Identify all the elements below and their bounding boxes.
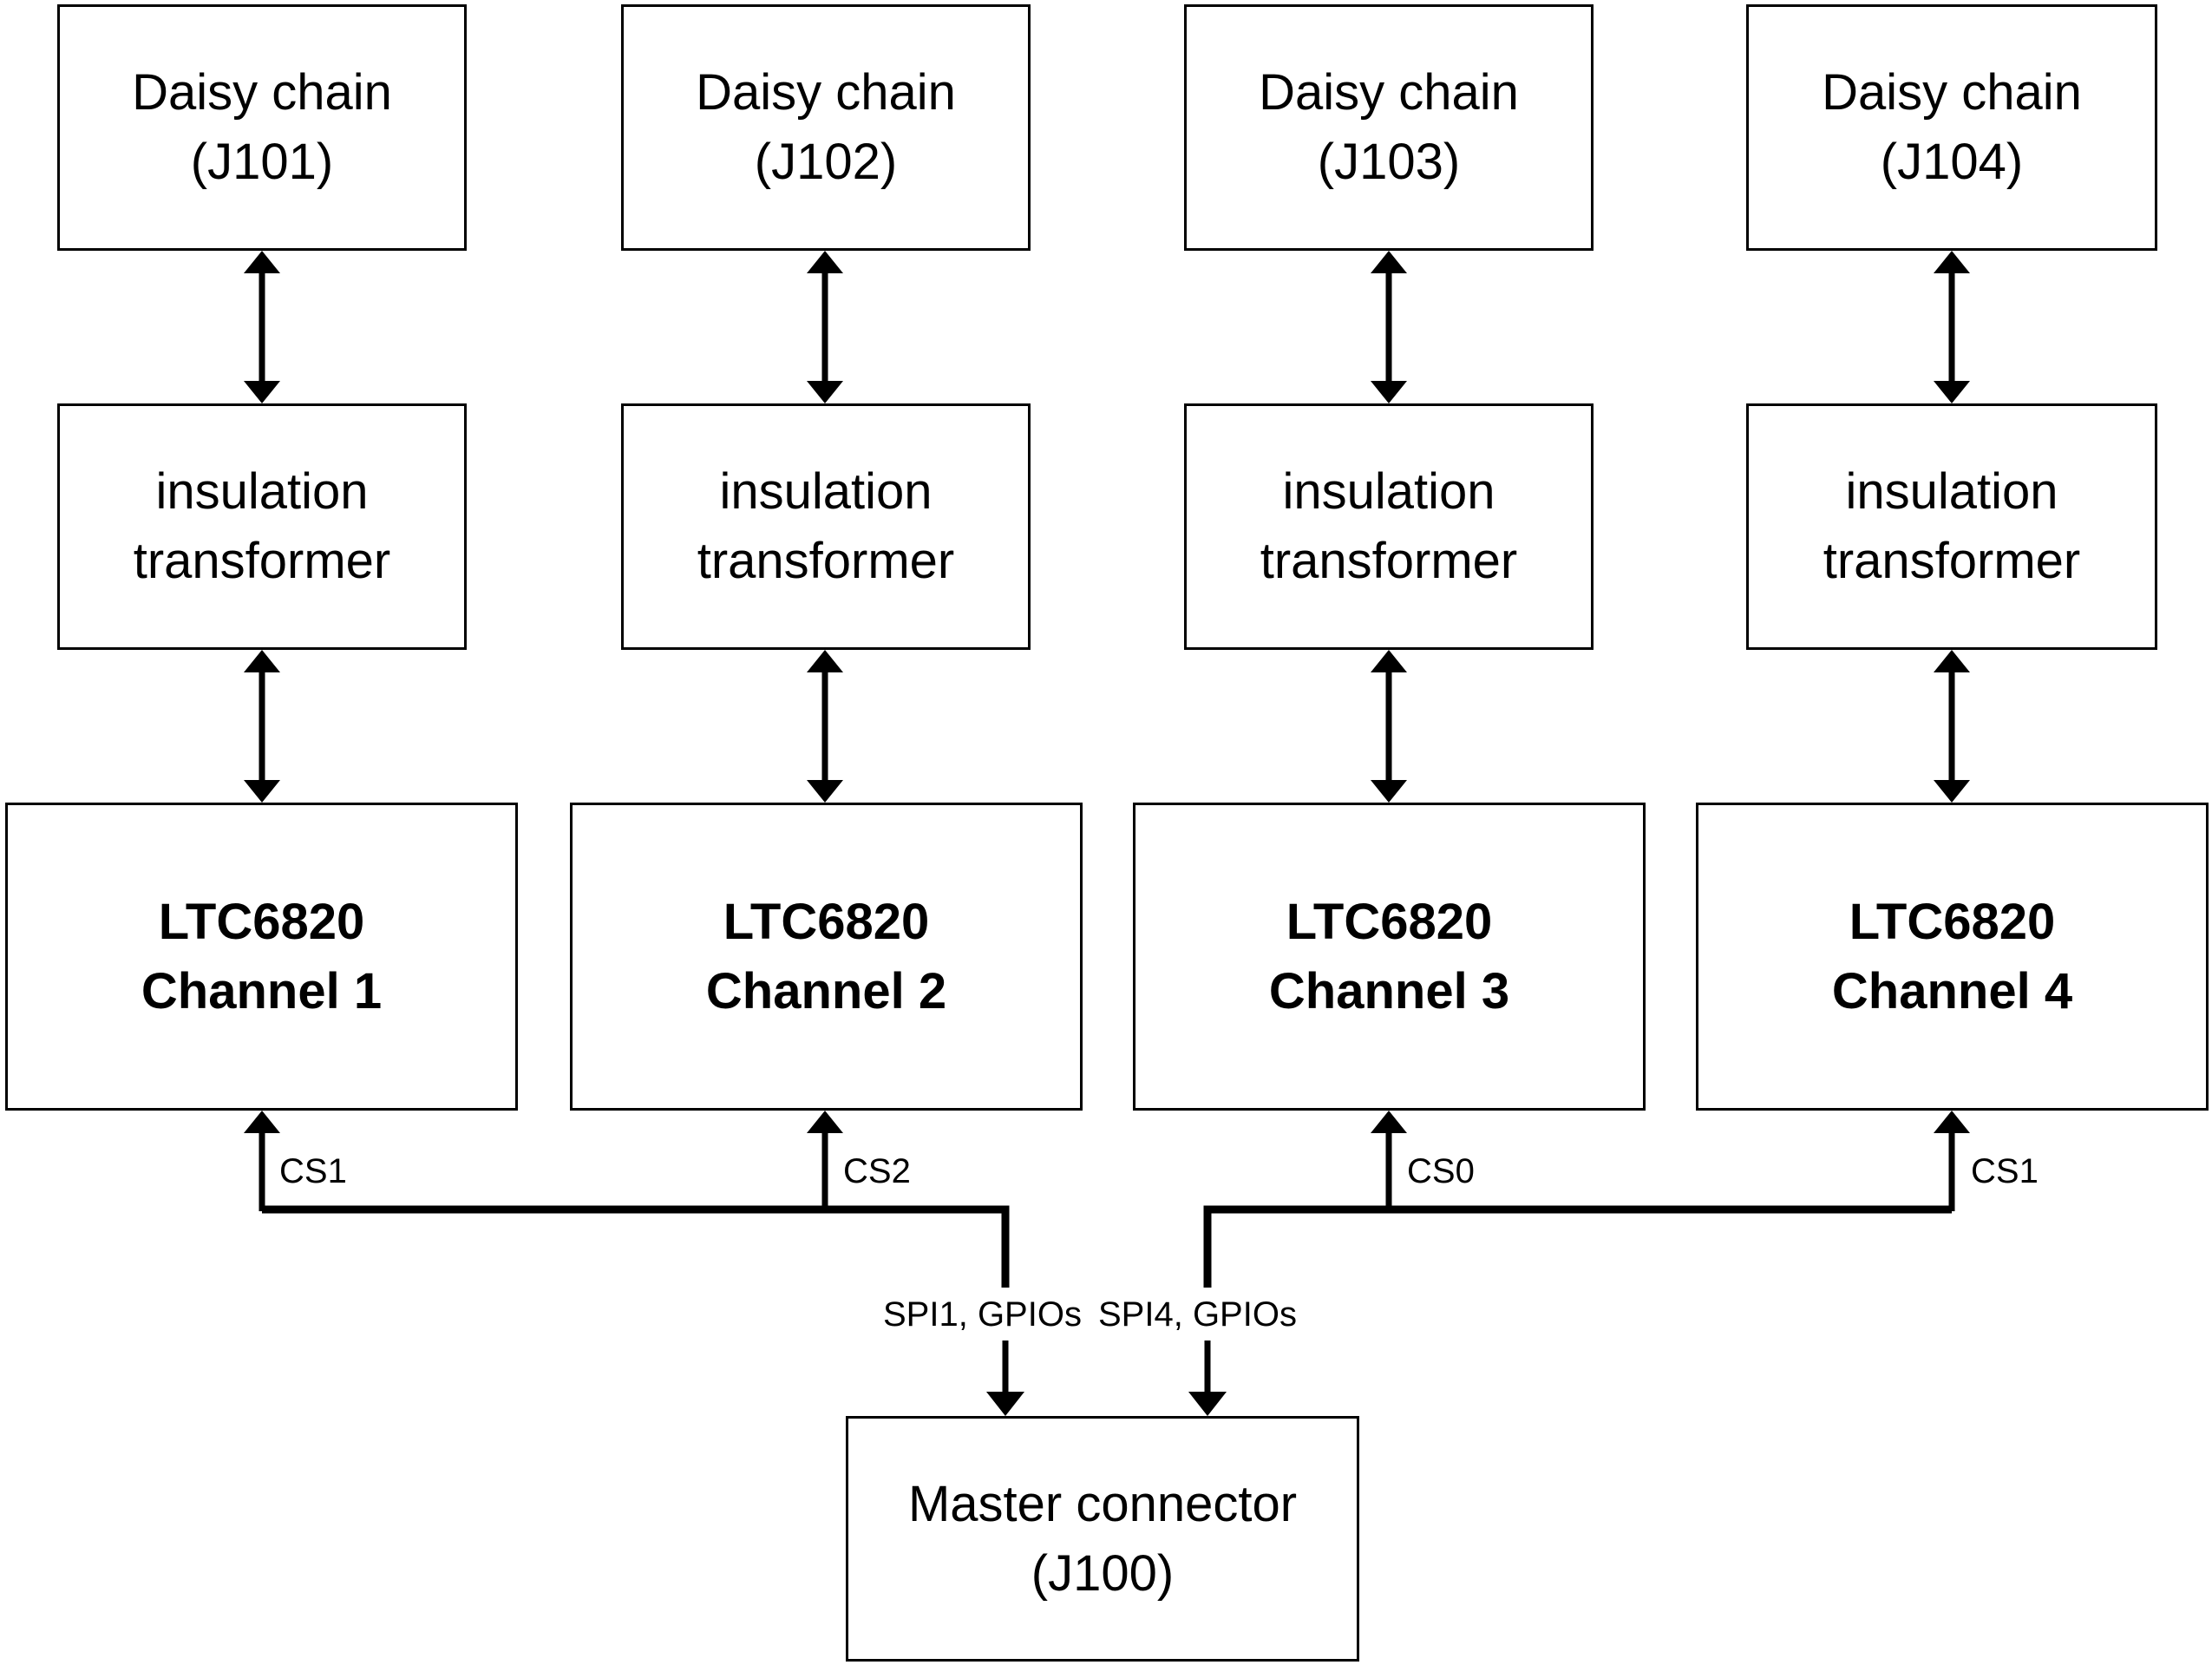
box-label: Channel 1 <box>141 962 383 1019</box>
daisy-chain-j104-box: Daisy chain (J104) <box>1746 4 2157 251</box>
arrowhead-up-icon <box>244 650 280 672</box>
insulation-transformer-1-box: insulation transformer <box>57 403 467 650</box>
box-label: transformer <box>1823 533 2081 589</box>
arrowhead-down-icon <box>244 780 280 803</box>
box-label: transformer <box>133 533 391 589</box>
insulation-transformer-2-box: insulation transformer <box>621 403 1031 650</box>
ltc6820-channel-1-box: LTC6820 Channel 1 <box>5 803 518 1111</box>
ltc6820-channel-3-box: LTC6820 Channel 3 <box>1133 803 1646 1111</box>
arrowhead-down-icon <box>986 1392 1024 1416</box>
insulation-transformer-3-box: insulation transformer <box>1184 403 1594 650</box>
arrowhead-up-icon <box>244 251 280 273</box>
box-label: (J104) <box>1880 134 2024 190</box>
box-label: LTC6820 <box>158 893 365 950</box>
box-label: Channel 3 <box>1268 962 1510 1019</box>
ltc6820-channel-2-box: LTC6820 Channel 2 <box>570 803 1083 1111</box>
ltc6820-channel-4-box: LTC6820 Channel 4 <box>1696 803 2209 1111</box>
box-label: Daisy chain <box>1822 64 2082 121</box>
box-label: (J101) <box>190 134 334 190</box>
spi1-bus <box>262 1205 1010 1288</box>
daisy-chain-j101-box: Daisy chain (J101) <box>57 4 467 251</box>
arrowhead-up-icon <box>1934 251 1970 273</box>
arrowhead-down-icon <box>1934 780 1970 803</box>
arrowhead-down-icon <box>1371 780 1407 803</box>
spi4-gpios-label: SPI4, GPIOs <box>1098 1295 1297 1334</box>
arrowhead-up-icon <box>244 1111 280 1133</box>
box-label: Daisy chain <box>132 64 392 121</box>
arrowhead-up-icon <box>1371 251 1407 273</box>
arrowhead-down-icon <box>1188 1392 1227 1416</box>
box-label: transformer <box>1260 533 1518 589</box>
cs-label-channel-4: CS1 <box>1971 1152 2039 1190</box>
arrowhead-up-icon <box>1371 650 1407 672</box>
box-label: LTC6820 <box>1849 893 2056 950</box>
box-label: (J102) <box>754 134 898 190</box>
cs-label-channel-2: CS2 <box>843 1152 911 1190</box>
arrowhead-up-icon <box>1934 650 1970 672</box>
master-connector-j100-box: Master connector (J100) <box>846 1416 1359 1662</box>
daisy-chain-j103-box: Daisy chain (J103) <box>1184 4 1594 251</box>
arrowhead-up-icon <box>1934 1111 1970 1133</box>
insulation-transformer-4-box: insulation transformer <box>1746 403 2157 650</box>
box-label: LTC6820 <box>1286 893 1493 950</box>
box-label: (J100) <box>1031 1544 1175 1602</box>
box-label: Daisy chain <box>1259 64 1519 121</box>
cs-label-channel-1: CS1 <box>279 1152 347 1190</box>
spi1-gpios-label: SPI1, GPIOs <box>883 1295 1082 1334</box>
box-label: insulation <box>1845 463 2058 520</box>
arrowhead-down-icon <box>807 780 843 803</box>
box-label: insulation <box>719 463 933 520</box>
arrowhead-down-icon <box>1934 381 1970 403</box>
box-label: Daisy chain <box>696 64 956 121</box>
box-label: Master connector <box>907 1475 1298 1532</box>
arrowhead-up-icon <box>1371 1111 1407 1133</box>
box-label: transformer <box>697 533 955 589</box>
arrowhead-down-icon <box>1371 381 1407 403</box>
box-label: LTC6820 <box>723 893 930 950</box>
arrowhead-down-icon <box>807 381 843 403</box>
arrowhead-down-icon <box>244 381 280 403</box>
box-label: (J103) <box>1317 134 1461 190</box>
arrowhead-up-icon <box>807 650 843 672</box>
box-label: insulation <box>155 463 369 520</box>
arrowhead-up-icon <box>807 251 843 273</box>
spi4-bus <box>1203 1205 1952 1288</box>
box-label: insulation <box>1282 463 1495 520</box>
box-label: Channel 4 <box>1831 962 2073 1019</box>
daisy-chain-j102-box: Daisy chain (J102) <box>621 4 1031 251</box>
cs-label-channel-3: CS0 <box>1407 1152 1475 1190</box>
arrowhead-up-icon <box>807 1111 843 1133</box>
box-label: Channel 2 <box>705 962 947 1019</box>
